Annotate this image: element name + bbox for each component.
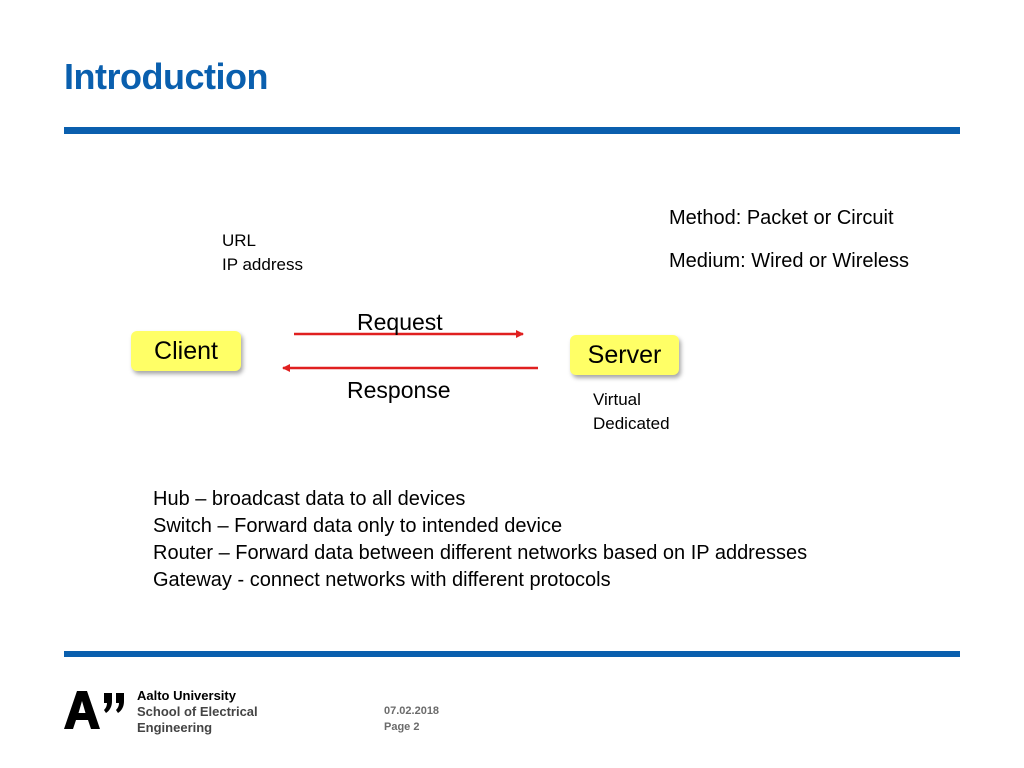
server-note-virtual: Virtual	[593, 390, 641, 409]
device-router: Router – Forward data between different …	[153, 542, 808, 564]
device-switch: Switch – Forward data only to intended d…	[153, 515, 563, 537]
request-label: Request	[357, 309, 443, 335]
university-line-1: Aalto University	[137, 688, 236, 703]
network-note-medium: Medium: Wired or Wireless	[669, 250, 910, 272]
server-type-notes: Virtual Dedicated	[593, 388, 670, 436]
bottom-divider	[64, 651, 960, 657]
network-notes: Method: Packet or Circuit Medium: Wired …	[669, 206, 909, 292]
device-gateway: Gateway - connect networks with differen…	[153, 569, 611, 591]
response-label: Response	[347, 377, 451, 403]
network-device-list: Hub – broadcast data to all devices Swit…	[153, 486, 807, 594]
university-line-3: Engineering	[137, 720, 213, 735]
client-address-notes: URL IP address	[222, 229, 303, 277]
top-divider	[64, 127, 960, 134]
device-hub: Hub – broadcast data to all devices	[153, 488, 466, 510]
slide-title: Introduction	[64, 56, 268, 97]
slide-date: 07.02.2018	[384, 705, 440, 717]
client-note-ip: IP address	[222, 255, 303, 274]
client-node: Client	[131, 331, 241, 371]
university-name: Aalto University School of Electrical En…	[137, 688, 258, 736]
network-note-method: Method: Packet or Circuit	[669, 207, 894, 229]
footer-meta: 07.02.2018 Page 2	[384, 703, 439, 735]
server-node: Server	[570, 335, 679, 375]
server-note-dedicated: Dedicated	[593, 414, 670, 433]
page-number: Page 2	[384, 721, 420, 733]
university-line-2: School of Electrical	[137, 704, 258, 719]
aalto-logo-icon	[64, 691, 124, 729]
client-note-url: URL	[222, 231, 257, 250]
